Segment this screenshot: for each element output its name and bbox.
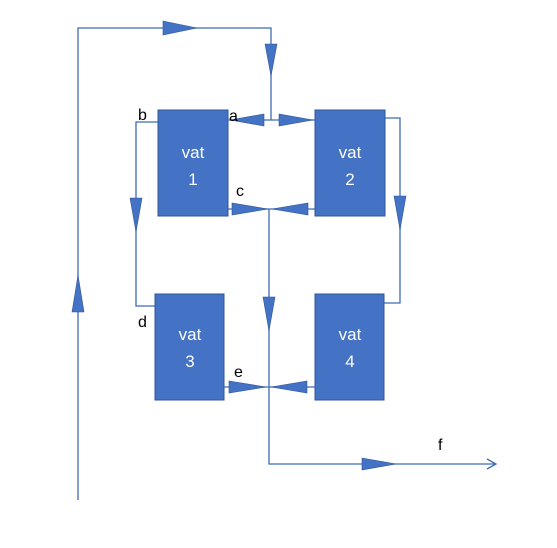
vat-4-number: 4 xyxy=(345,352,354,371)
vat-3-number: 3 xyxy=(185,352,194,371)
arrow-outlet-right xyxy=(361,457,397,471)
vat-2-name: vat xyxy=(339,143,362,162)
flow-lines xyxy=(77,27,498,500)
arrow-up-recycle xyxy=(71,274,85,313)
vat-1: vat 1 xyxy=(157,109,229,217)
vat-1-name: vat xyxy=(182,143,205,162)
vat-4-box xyxy=(314,293,385,401)
outlet-line xyxy=(268,209,495,465)
outlet-arrowhead xyxy=(486,458,498,470)
arrow-top-right xyxy=(162,20,198,36)
label-d: d xyxy=(138,314,147,331)
vat-3-name: vat xyxy=(179,325,202,344)
label-c: c xyxy=(236,183,244,200)
label-b: b xyxy=(138,107,147,124)
arrow-c-from-vat2 xyxy=(271,202,309,216)
arrow-right-loop-down xyxy=(393,195,407,231)
vat-2-number: 2 xyxy=(345,170,354,189)
arrow-e-from-vat3 xyxy=(228,380,267,394)
recycle-line xyxy=(77,27,272,500)
vat-2-box xyxy=(314,109,386,217)
label-f: f xyxy=(438,437,443,454)
arrow-center-down xyxy=(262,296,276,332)
vat-2: vat 2 xyxy=(314,109,386,217)
label-e: e xyxy=(234,364,243,381)
arrow-a-right xyxy=(278,113,314,127)
flow-arrows xyxy=(71,20,407,471)
label-a: a xyxy=(229,108,238,125)
arrow-c-from-vat1 xyxy=(231,202,269,216)
arrow-a-left xyxy=(229,113,265,127)
vat-3: vat 3 xyxy=(154,293,225,401)
vat-3-box xyxy=(154,293,225,401)
arrow-down-a xyxy=(264,43,278,77)
arrow-e-from-vat4 xyxy=(270,380,308,394)
arrow-left-loop-down xyxy=(129,197,143,233)
vat-4: vat 4 xyxy=(314,293,385,401)
vat-1-box xyxy=(157,109,229,217)
point-labels: a b c d e f xyxy=(138,107,443,454)
vat-4-name: vat xyxy=(339,325,362,344)
vat-1-number: 1 xyxy=(188,170,197,189)
